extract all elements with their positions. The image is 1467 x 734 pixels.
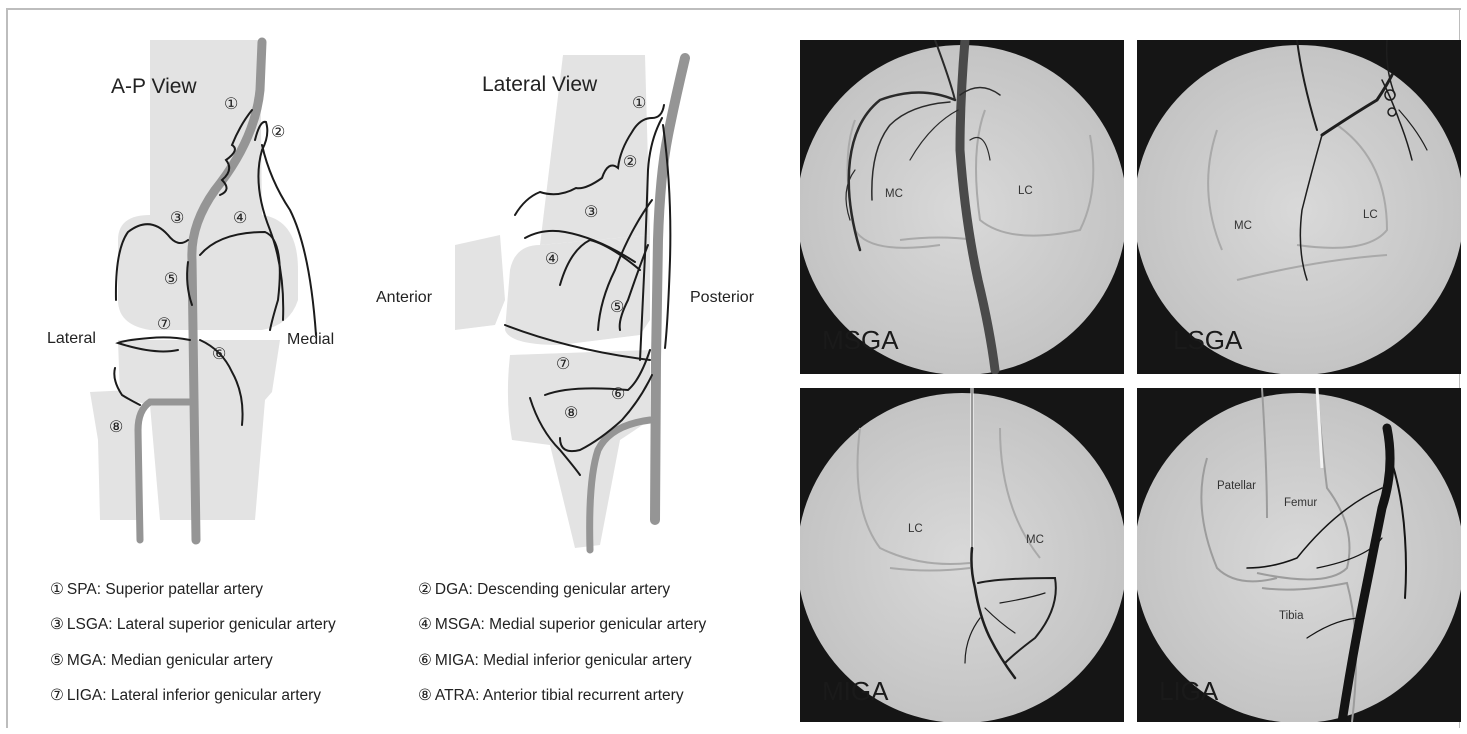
lateral-marker-5: ⑤ — [610, 297, 624, 317]
liga-title: LIGA — [1159, 676, 1218, 707]
angio-panel-lsga: MC LC LSGA — [1137, 40, 1461, 374]
miga-label-lc: LC — [908, 523, 923, 535]
miga-label-mc: MC — [1026, 534, 1044, 546]
ap-lateral-label: Lateral — [47, 330, 96, 348]
ap-marker-6: ⑥ — [212, 344, 226, 364]
msga-label-lc: LC — [1018, 185, 1033, 197]
liga-label-patellar: Patellar — [1217, 480, 1256, 492]
ap-view-title: A-P View — [111, 75, 197, 99]
lateral-marker-2: ② — [623, 152, 637, 172]
ap-marker-5: ⑤ — [164, 269, 178, 289]
msga-label-mc: MC — [885, 188, 903, 200]
ap-marker-3: ③ — [170, 208, 184, 228]
liga-label-femur: Femur — [1284, 497, 1317, 509]
lateral-marker-8: ⑧ — [564, 403, 578, 423]
msga-title: MSGA — [822, 325, 899, 356]
lateral-popliteal-artery — [655, 58, 685, 520]
liga-label-tibia: Tibia — [1279, 610, 1304, 622]
ap-marker-8: ⑧ — [109, 417, 123, 437]
miga-angiogram — [800, 388, 1124, 722]
ap-marker-1: ① — [224, 94, 238, 114]
lsga-angiogram — [1137, 40, 1461, 374]
lateral-marker-7: ⑦ — [556, 354, 570, 374]
angio-panel-miga: LC MC MIGA — [800, 388, 1124, 722]
lateral-marker-3: ③ — [584, 202, 598, 222]
lateral-anterior-label: Anterior — [376, 289, 432, 307]
lateral-marker-1: ① — [632, 93, 646, 113]
angio-panel-msga: MC LC MSGA — [800, 40, 1124, 374]
lsga-title: LSGA — [1173, 325, 1242, 356]
ap-marker-4: ④ — [233, 208, 247, 228]
msga-angiogram — [800, 40, 1124, 374]
liga-angiogram — [1137, 388, 1461, 722]
angio-panel-liga: Patellar Femur Tibia LIGA — [1137, 388, 1461, 722]
ap-marker-2: ② — [271, 122, 285, 142]
ap-marker-7: ⑦ — [157, 314, 171, 334]
lsga-label-lc: LC — [1363, 209, 1378, 221]
lateral-marker-6: ⑥ — [611, 384, 625, 404]
lsga-label-mc: MC — [1234, 220, 1252, 232]
ap-medial-label: Medial — [287, 331, 334, 349]
lateral-posterior-label: Posterior — [690, 289, 754, 307]
lateral-marker-4: ④ — [545, 249, 559, 269]
miga-title: MIGA — [822, 676, 888, 707]
lateral-view-title: Lateral View — [482, 73, 597, 97]
